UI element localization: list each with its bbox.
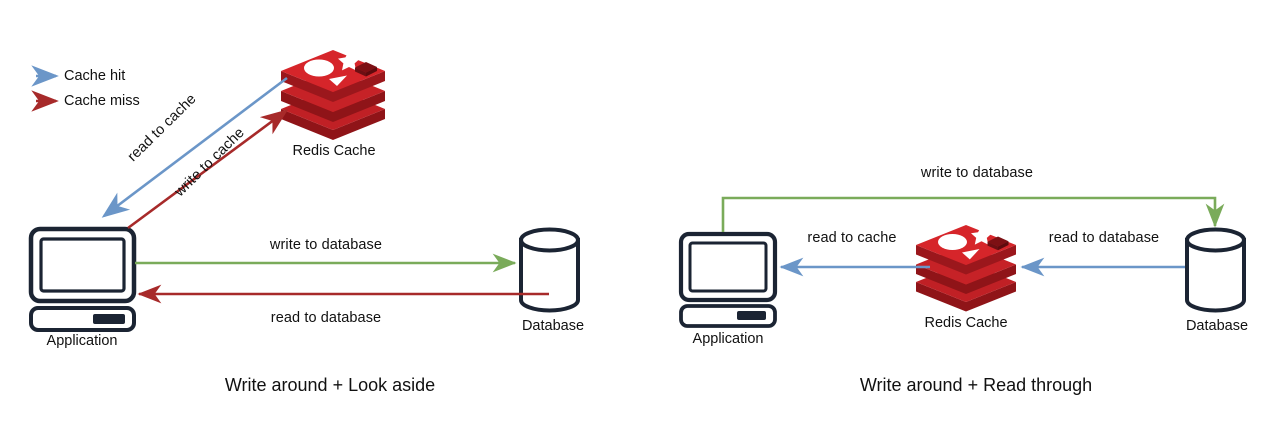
right-node-label-application: Application — [692, 331, 764, 347]
right-edge-write-to-database — [721, 196, 1225, 232]
left-node-label-redis: Redis Cache — [292, 143, 376, 159]
left-edge-read-to-cache — [101, 76, 288, 218]
right-redis-logo-icon — [916, 225, 1016, 312]
left-redis-logo-icon — [281, 50, 385, 140]
left-panel-caption: Write around + Look aside — [224, 375, 436, 395]
right-application-computer-icon — [678, 231, 778, 328]
right-edge-label-read-to-database: read to database — [1048, 230, 1160, 246]
right-edge-label-write-to-database: write to database — [920, 165, 1034, 181]
right-database-cylinder-icon — [1185, 227, 1246, 313]
left-edge-label-write-to-database: write to database — [269, 237, 383, 253]
left-database-cylinder-icon — [519, 227, 580, 313]
right-edge-label-read-to-cache: read to cache — [807, 230, 897, 246]
left-node-label-application: Application — [46, 333, 118, 349]
legend-label-cache-miss: Cache miss — [64, 93, 140, 109]
left-edge-write-to-cache — [127, 109, 289, 230]
right-node-label-database: Database — [1185, 318, 1249, 334]
right-panel-caption: Write around + Read through — [859, 375, 1093, 395]
legend-label-cache-hit: Cache hit — [64, 68, 126, 84]
left-edge-label-read-to-database: read to database — [270, 310, 382, 326]
right-node-label-redis: Redis Cache — [924, 315, 1008, 331]
left-node-label-database: Database — [521, 318, 585, 334]
left-application-computer-icon — [28, 226, 137, 332]
